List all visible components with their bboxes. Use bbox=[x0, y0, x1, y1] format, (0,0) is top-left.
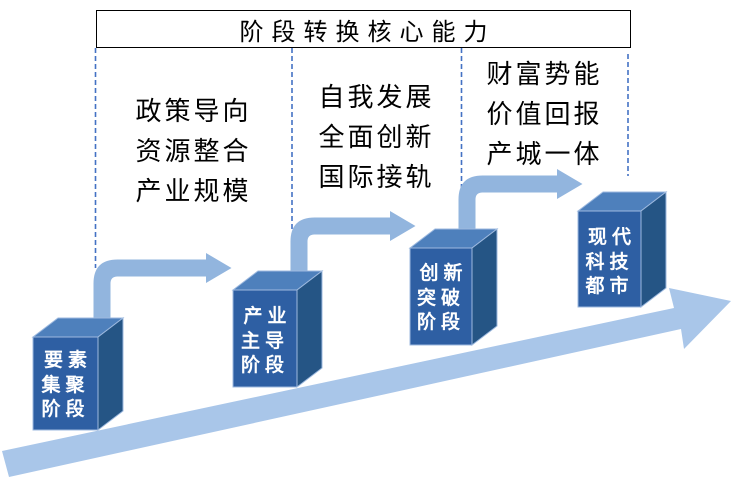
stage-box-4 bbox=[576, 190, 668, 309]
stage-box-1 bbox=[31, 316, 125, 432]
box-front-face bbox=[409, 247, 473, 346]
stage-label-4: 现代 科技 都市 bbox=[585, 227, 636, 297]
elbow-arrow-2 bbox=[290, 211, 416, 289]
box-side-face bbox=[471, 227, 498, 347]
transition-text-1: 政策导向 资源整合 产业规模 bbox=[135, 97, 252, 206]
stage-box-3 bbox=[408, 227, 499, 347]
growth-arrow bbox=[2, 288, 731, 477]
transition-text-3: 财富势能 价值回报 产城一体 bbox=[486, 60, 603, 169]
title-box: 阶段转换核心能力 bbox=[96, 10, 631, 48]
stage-box-2 bbox=[231, 269, 324, 389]
stage-label-2: 产业 主导 阶段 bbox=[240, 306, 292, 376]
transition-text-2: 自我发展 全面创新 国际接轨 bbox=[318, 83, 435, 192]
stage-label-1: 要素 集聚 阶段 bbox=[41, 350, 92, 420]
box-side-face bbox=[97, 316, 124, 432]
diagram-title: 阶段转换核心能力 bbox=[239, 19, 496, 46]
elbow-arrow-1 bbox=[93, 253, 232, 336]
box-side-face bbox=[296, 269, 323, 389]
box-front-face bbox=[32, 336, 99, 431]
stage-label-3: 创新 突破 阶段 bbox=[416, 263, 468, 333]
box-side-face bbox=[640, 190, 667, 309]
box-front-face bbox=[577, 210, 642, 308]
elbow-arrow-3 bbox=[458, 169, 583, 247]
box-front-face bbox=[232, 289, 298, 388]
